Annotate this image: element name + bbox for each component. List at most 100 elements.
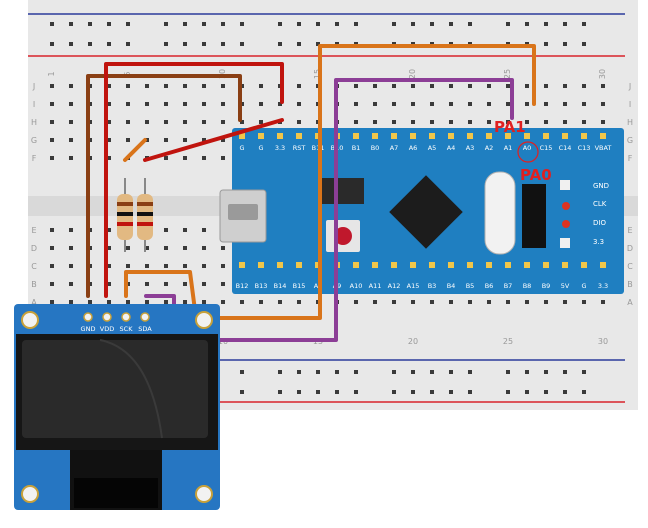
rail-hole — [525, 22, 529, 26]
side-pin-dio: DIO — [593, 219, 606, 227]
bb-hole — [107, 138, 111, 142]
rail-hole — [126, 42, 130, 46]
bb-hole — [468, 300, 472, 304]
header-pin — [467, 133, 473, 139]
mount-hole-bl — [21, 485, 39, 503]
bb-hole — [240, 120, 244, 124]
rail-hole — [411, 390, 415, 394]
rail-hole — [506, 22, 510, 26]
bb-hole — [202, 102, 206, 106]
mount-hole-br — [195, 485, 213, 503]
bb-hole — [468, 84, 472, 88]
row-letter-right: F — [628, 154, 633, 163]
col-number-top: 15 — [313, 69, 322, 79]
bb-hole — [392, 300, 396, 304]
rail-hole — [183, 42, 187, 46]
rail-hole — [126, 22, 130, 26]
bb-hole — [411, 120, 415, 124]
rail-hole — [69, 42, 73, 46]
bottom-pin-label: B12 — [236, 282, 249, 290]
bb-hole — [221, 84, 225, 88]
row-letter-left: H — [31, 118, 37, 127]
bb-hole — [487, 300, 491, 304]
header-pin — [543, 133, 549, 139]
bb-hole — [50, 282, 54, 286]
bb-hole — [69, 246, 73, 250]
bb-hole — [145, 264, 149, 268]
rail-hole — [430, 22, 434, 26]
bb-hole — [126, 102, 130, 106]
bb-hole — [373, 300, 377, 304]
bb-hole — [354, 102, 358, 106]
row-letter-right: A — [627, 298, 633, 307]
bb-hole — [183, 156, 187, 160]
bb-hole — [183, 228, 187, 232]
rail-hole — [316, 42, 320, 46]
bb-hole — [69, 156, 73, 160]
bb-hole — [164, 84, 168, 88]
oled-pin-label: GND — [81, 325, 96, 333]
rail-hole — [107, 22, 111, 26]
rail-hole — [563, 42, 567, 46]
header-pin — [391, 262, 397, 268]
bottom-pin-label: B14 — [274, 282, 287, 290]
bottom-pin-label: A10 — [350, 282, 363, 290]
rail-hole — [335, 390, 339, 394]
bottom-pin-label: B4 — [447, 282, 456, 290]
bb-hole — [240, 300, 244, 304]
bb-hole — [221, 138, 225, 142]
bb-hole — [126, 84, 130, 88]
bb-hole — [449, 102, 453, 106]
bb-hole — [354, 300, 358, 304]
rail-hole — [506, 390, 510, 394]
top-pin-label: A6 — [409, 144, 418, 152]
oled-screen — [22, 340, 208, 438]
mount-hole-tr — [195, 311, 213, 329]
rail-hole — [449, 370, 453, 374]
rail-hole — [525, 370, 529, 374]
rail-hole — [525, 390, 529, 394]
bb-hole — [107, 156, 111, 160]
bb-hole — [506, 300, 510, 304]
top-pin-label: VBAT — [595, 144, 612, 152]
top-pin-label: A1 — [504, 144, 513, 152]
bottom-pin-label: G — [581, 282, 586, 290]
bb-hole — [221, 264, 225, 268]
resistor-1 — [117, 194, 133, 240]
row-letter-left: C — [31, 262, 37, 271]
bb-hole — [468, 102, 472, 106]
bottom-pin-label: A15 — [407, 282, 420, 290]
led-3 — [562, 220, 570, 228]
wire-orange-sck — [124, 44, 536, 320]
header-pin — [410, 133, 416, 139]
rail-hole — [354, 370, 358, 374]
rail-hole — [88, 22, 92, 26]
side-pin-clk: CLK — [593, 200, 607, 208]
rail-hole — [582, 370, 586, 374]
bb-hole — [183, 120, 187, 124]
top-pin-label: A3 — [466, 144, 475, 152]
top-pin-label: A0 — [523, 144, 532, 152]
bb-hole — [259, 102, 263, 106]
bb-hole — [221, 102, 225, 106]
header-pin — [581, 133, 587, 139]
pa0-label: PA0 — [520, 166, 552, 184]
bb-hole — [506, 84, 510, 88]
rail-hole — [202, 22, 206, 26]
header-pin — [581, 262, 587, 268]
bb-hole — [582, 102, 586, 106]
header-pin — [429, 133, 435, 139]
bb-hole — [601, 84, 605, 88]
bb-hole — [202, 138, 206, 142]
mount-hole-tl — [21, 311, 39, 329]
rail-hole — [392, 22, 396, 26]
rail-hole — [316, 390, 320, 394]
header-pin — [448, 262, 454, 268]
rail-hole — [240, 390, 244, 394]
header-pin — [410, 262, 416, 268]
top-pin-label: C13 — [578, 144, 591, 152]
rail-hole — [430, 370, 434, 374]
rail-hole — [107, 42, 111, 46]
col-number-top: 25 — [503, 69, 512, 79]
